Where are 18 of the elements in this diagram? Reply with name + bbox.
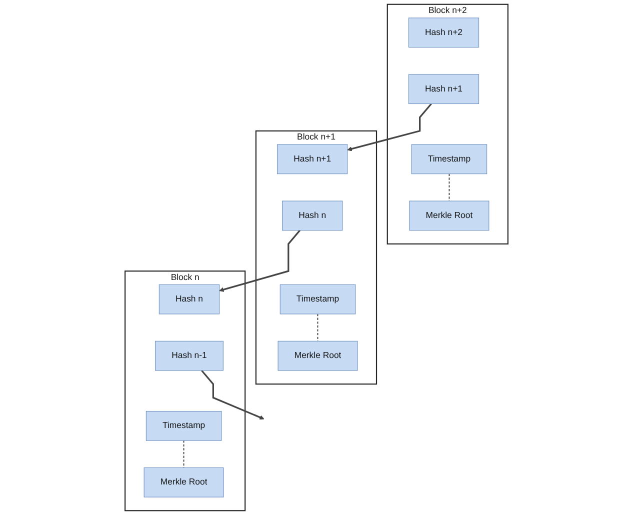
connector [317, 314, 318, 342]
node-box: Hash n [158, 284, 220, 314]
connector [448, 173, 450, 202]
node-box: Hash n [282, 200, 343, 231]
node-box: Hash n+2 [408, 18, 480, 48]
node-box: Hash n-1 [155, 340, 224, 371]
node-box: Timestamp [411, 144, 488, 174]
node-box: Merkle Root [144, 467, 224, 498]
node-box: Merkle Root [409, 200, 490, 231]
arrow [219, 230, 301, 292]
connector [183, 440, 184, 468]
node-box: Timestamp [146, 410, 222, 441]
node-box: Hash n+1 [277, 144, 348, 174]
node-box: Hash n+1 [408, 74, 480, 104]
arrow [347, 103, 432, 152]
arrow [201, 370, 264, 420]
node-box: Merkle Root [278, 340, 358, 371]
node-box: Timestamp [280, 284, 356, 314]
